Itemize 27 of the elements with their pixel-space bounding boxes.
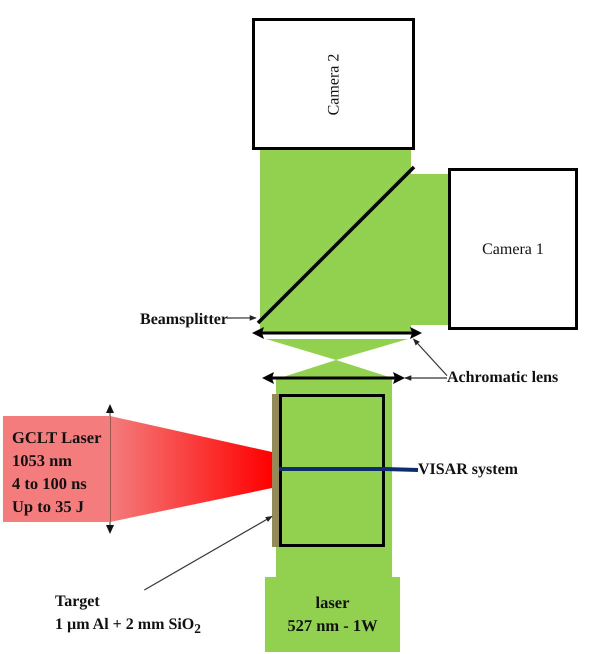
camera-box xyxy=(448,168,578,330)
laser-spec: GCLT Laser xyxy=(12,427,102,449)
laser-spec: Up to 35 J xyxy=(12,496,85,518)
leader-line xyxy=(413,338,448,376)
laser-source-block xyxy=(3,416,110,522)
leader-line xyxy=(228,315,257,321)
camera-box xyxy=(252,18,415,150)
beamsplitter-mirror xyxy=(256,165,416,325)
leader-line xyxy=(144,516,273,591)
leader-line xyxy=(404,375,447,381)
part-label: 1 µm Al + 2 mm SiO$_{2}$ xyxy=(55,615,202,638)
part-label: Achromatic lens xyxy=(447,368,560,388)
target-plate xyxy=(272,394,279,547)
camera-label: Camera 2 xyxy=(324,53,343,115)
lens-symbol xyxy=(262,372,405,384)
laser-spec: laser xyxy=(314,592,350,614)
laser-spec: 527 nm - 1W xyxy=(286,615,379,637)
lens-symbol xyxy=(252,327,422,339)
laser-spec: 1053 nm xyxy=(12,450,74,472)
probe-laser-block xyxy=(265,577,400,652)
camera-label: Camera 1 xyxy=(482,240,544,260)
laser-spec: 4 to 100 ns xyxy=(12,473,88,495)
part-label: Beamsplitter xyxy=(139,310,228,330)
visar-box xyxy=(279,394,385,547)
part-label: Target xyxy=(55,592,101,612)
part-label: VISAR system xyxy=(418,460,519,480)
signal-line xyxy=(384,466,418,472)
